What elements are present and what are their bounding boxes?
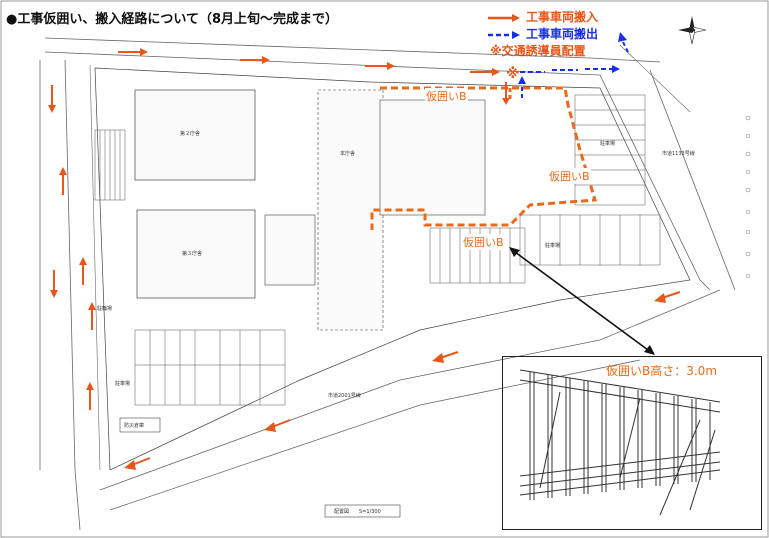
page-title: ●工事仮囲い、搬入経路について（8月上旬～完成まで） [6,12,338,27]
fence-label-top: 仮囲いB [425,88,468,104]
legend-exit-label: 工事車両搬出 [526,27,599,41]
label-bicycle: 駐輪場 [97,306,113,312]
fence-height-label: 仮囲いB高さ：3.0m [606,364,718,378]
legend-entry-label: 工事車両搬入 [526,10,599,24]
label-building-2: 第２庁舎 [180,131,201,137]
label-scale: 配置図 S=1/300 [334,509,381,515]
fence-elevation-drawing [519,369,721,516]
legend-exit: 工事車両搬出 [488,25,598,42]
traffic-guard-mark: ※ [506,66,520,82]
label-road-east: 市道1133号線 [662,151,695,157]
legend-guard: ※交通誘導員配置 [490,44,586,58]
exit-arrow-icon [488,30,520,39]
label-road-south: 市道2001号線 [328,393,361,399]
legend-entry: 工事車両搬入 [488,8,598,25]
label-parking-1: 駐車場 [600,141,616,147]
label-disaster-store: 防災倉庫 [124,423,145,429]
fence-label-right: 仮囲いB [548,168,591,184]
label-building-3: 第３庁舎 [182,251,203,257]
label-parking-2: 駐車場 [545,243,561,249]
fence-elevation-inset [502,356,762,530]
label-parking-3: 駐車場 [115,381,131,387]
fence-label-middle: 仮囲いB [462,234,505,250]
north-arrow-icon [678,16,707,45]
entry-arrow-icon [488,13,520,22]
label-main-building: 本庁舎 [340,151,356,157]
